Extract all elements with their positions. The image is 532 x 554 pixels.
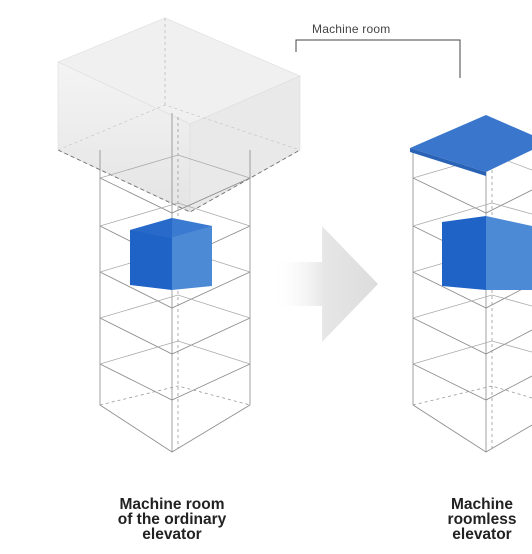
machine-room-callout-label: Machine room [312, 22, 391, 36]
right-elevator-car [442, 216, 532, 290]
left-elevator-car [130, 218, 212, 290]
ordinary-elevator-caption: Machine room of the ordinary elevator [117, 496, 227, 543]
transition-arrow [272, 226, 378, 342]
right-shaft [412, 150, 532, 453]
machine-room-box [57, 17, 301, 213]
callout-bracket [295, 39, 461, 78]
roomless-elevator-caption: Machine roomless elevator [447, 496, 517, 543]
right-roof-machine [410, 115, 532, 176]
left-shaft [99, 113, 251, 453]
